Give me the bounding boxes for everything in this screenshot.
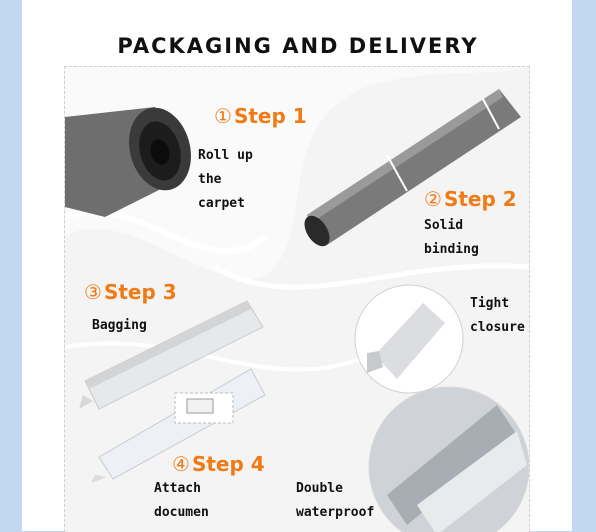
- step-1-label: Step 1: [233, 104, 307, 128]
- step-2-label: Step 2: [443, 187, 517, 211]
- double-waterproof-image: [368, 386, 529, 532]
- step-3-caption: Bagging: [92, 318, 147, 333]
- tight-closure-caption: Tight closure: [470, 296, 525, 335]
- step-4-caption: Attach documen: [154, 481, 209, 520]
- step-1-caption: Roll up the carpet: [198, 148, 253, 211]
- bagged-roll-image: [79, 300, 264, 410]
- steps-panel: [64, 66, 530, 532]
- step-2-caption: Solid binding: [424, 218, 479, 257]
- document-roll-image: [91, 368, 266, 483]
- step-3-label: Step 3: [103, 280, 177, 304]
- page-title: PACKAGING AND DELIVERY: [117, 34, 479, 58]
- bound-roll-image: [304, 89, 521, 247]
- double-waterproof-caption: Double waterproof: [296, 481, 375, 520]
- panel-background: [65, 67, 529, 372]
- tight-closure-image: [354, 284, 464, 394]
- step-4-label: Step 4: [191, 452, 265, 476]
- rolled-carpet-image: [65, 107, 191, 217]
